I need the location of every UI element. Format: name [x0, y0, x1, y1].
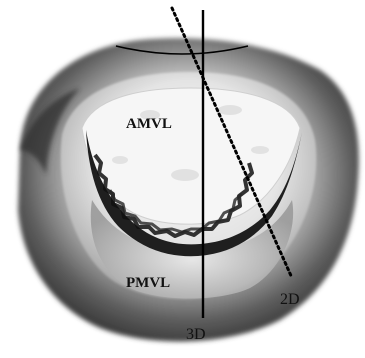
label-pmvl: PMVL	[126, 275, 170, 291]
label-2d: 2D	[280, 291, 300, 308]
label-3d: 3D	[186, 326, 206, 343]
label-amvl: AMVL	[126, 116, 172, 132]
